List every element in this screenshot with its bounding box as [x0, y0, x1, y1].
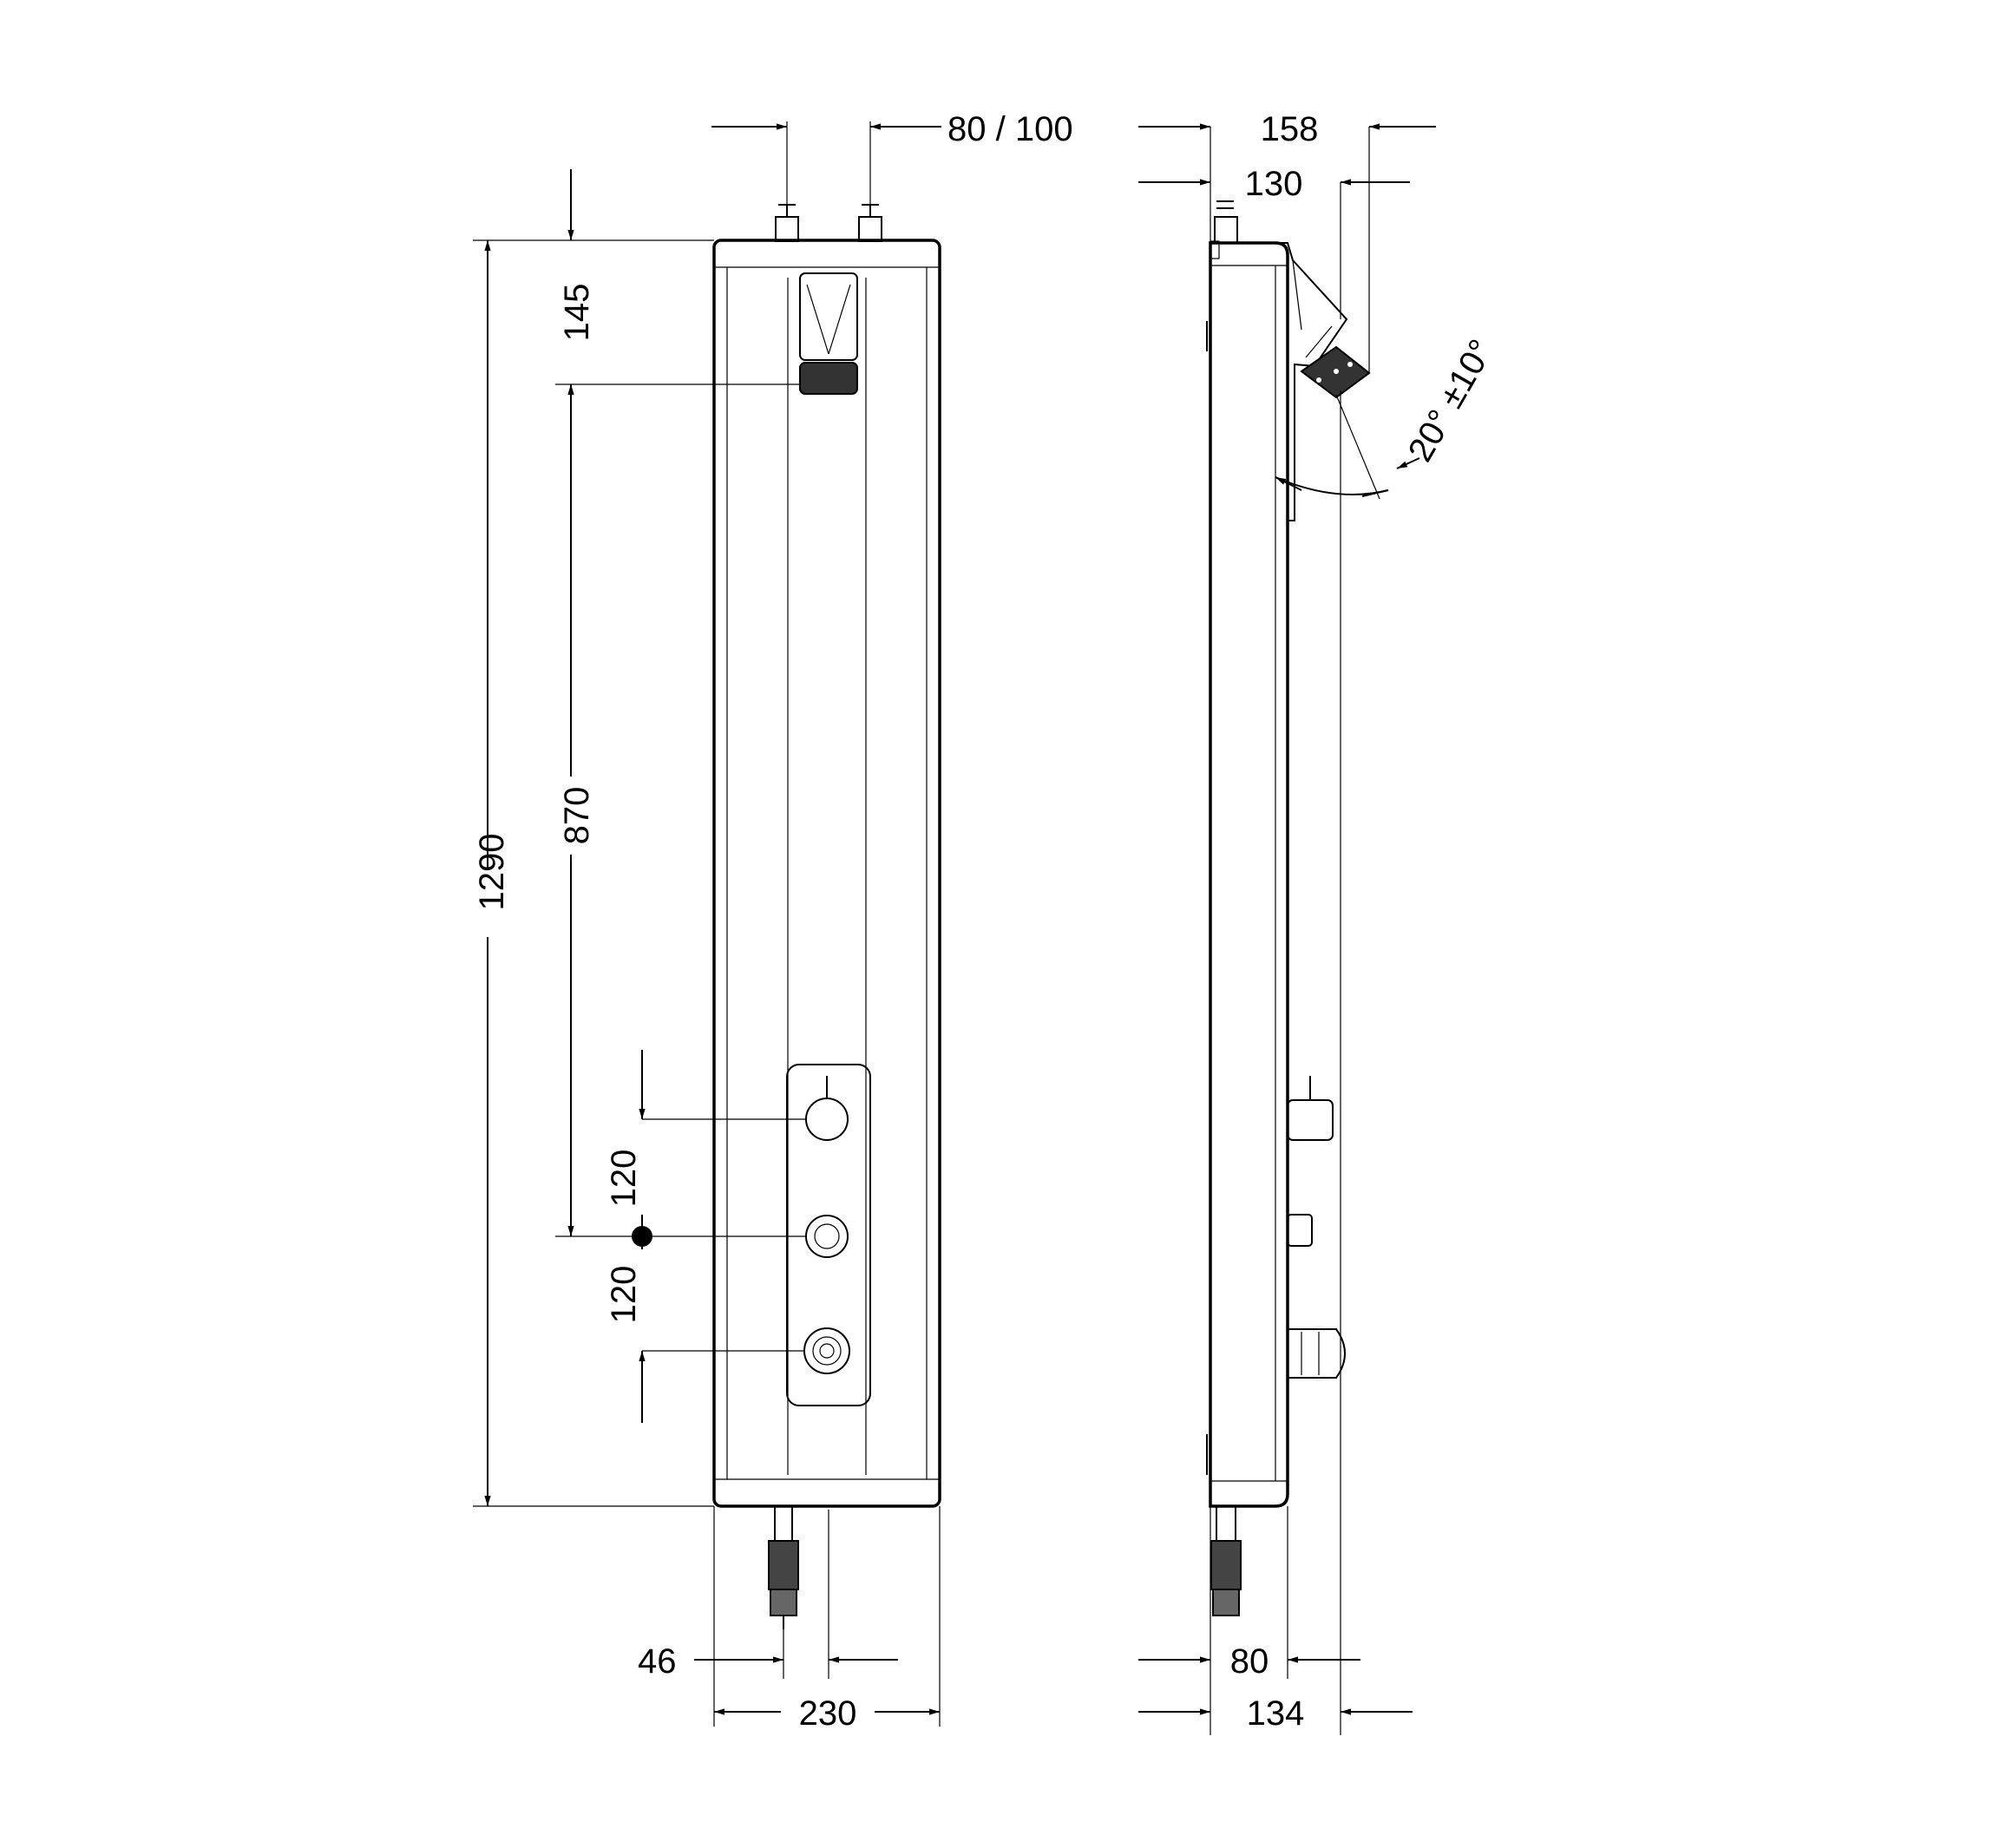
dim-control-spacing-lower: 120	[605, 1236, 646, 1423]
dim-total-height: 1290	[473, 240, 511, 1506]
side-push-button	[1287, 1214, 1313, 1247]
front-view: 80 / 100 145 1290 870 120	[473, 110, 1073, 1733]
dim-bottom-depth-inner-label: 80	[1230, 1642, 1269, 1681]
dim-head-offset-label: 145	[558, 284, 596, 342]
top-inlet-fittings	[775, 204, 882, 242]
shower-head	[799, 272, 858, 395]
dim-top-depth-inner-label: 130	[1245, 165, 1303, 203]
side-view: 158 130 20° ±10° 80 134	[1138, 110, 1501, 1735]
dim-top-depth-outer-label: 158	[1261, 110, 1319, 148]
dim-width: 230	[714, 1694, 940, 1733]
dim-outlet-offset-label: 46	[638, 1642, 677, 1681]
dim-control-spacing-upper: 120	[605, 1050, 646, 1236]
dim-head-to-control-label: 870	[558, 787, 596, 845]
dim-bottom-depth-inner: 80	[1138, 1642, 1360, 1681]
front-panel-body	[712, 239, 941, 1508]
dim-width-label: 230	[799, 1694, 857, 1733]
side-top-fitting	[1214, 200, 1238, 244]
side-bottom-fitting	[1210, 1505, 1242, 1616]
dim-control-spacing-upper-label: 120	[605, 1150, 643, 1208]
dim-head-offset: 145	[558, 169, 596, 451]
dim-control-spacing-lower-label: 120	[605, 1266, 643, 1324]
dim-top-spacing: 80 / 100	[711, 110, 1073, 148]
dim-outlet-offset: 46	[638, 1642, 898, 1681]
dim-bottom-depth-outer: 134	[1138, 1694, 1413, 1733]
dim-top-spacing-label: 80 / 100	[947, 110, 1073, 148]
dim-top-depth-outer: 158	[1138, 110, 1436, 148]
dim-top-depth-inner: 130	[1138, 165, 1410, 203]
bottom-outlet-fitting	[768, 1505, 799, 1629]
dim-head-angle: 20° ±10°	[1275, 333, 1501, 500]
dim-total-height-label: 1290	[473, 834, 511, 911]
dim-bottom-depth-outer-label: 134	[1247, 1694, 1305, 1733]
side-mixer-knob	[1287, 1076, 1334, 1141]
dim-head-to-control: 870	[558, 384, 596, 1236]
side-timer-knob	[1287, 1328, 1346, 1379]
side-panel-body	[1209, 241, 1289, 1508]
dim-head-angle-label: 20° ±10°	[1401, 333, 1501, 468]
